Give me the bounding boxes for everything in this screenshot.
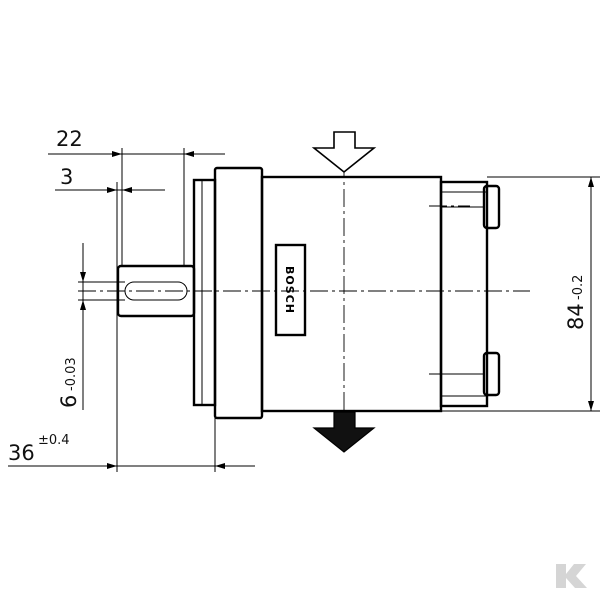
mount-distance-label: 36 — [8, 441, 35, 465]
brand-plate: BOSCH — [274, 243, 307, 337]
rear-cover — [439, 180, 489, 408]
center-lines — [78, 160, 530, 420]
shaft-width-tolerance: -0.03 — [64, 357, 79, 391]
dimension-key-offset: 3 — [55, 165, 165, 472]
front-flange — [213, 166, 264, 420]
pump-body — [116, 166, 501, 420]
outlet-arrow-icon — [312, 411, 376, 453]
height-tolerance: -0.2 — [571, 275, 586, 300]
mounting-spigot — [192, 178, 217, 407]
dimension-mount-distance: 36 ±0.4 — [8, 418, 255, 472]
dimension-shaft-width: 6 -0.03 — [57, 243, 125, 410]
dimension-flange-length: 22 — [48, 127, 225, 266]
shaft-width-label: 6 — [57, 395, 81, 408]
key-offset-label: 3 — [60, 165, 73, 189]
brand-label: BOSCH — [283, 266, 296, 314]
brand-logo-icon — [556, 564, 587, 588]
dimension-height: 84 -0.2 — [441, 176, 600, 412]
inlet-arrow-icon — [311, 131, 377, 174]
mount-distance-tolerance: ±0.4 — [38, 433, 70, 448]
height-label: 84 — [564, 303, 588, 330]
flange-length-label: 22 — [56, 127, 83, 151]
